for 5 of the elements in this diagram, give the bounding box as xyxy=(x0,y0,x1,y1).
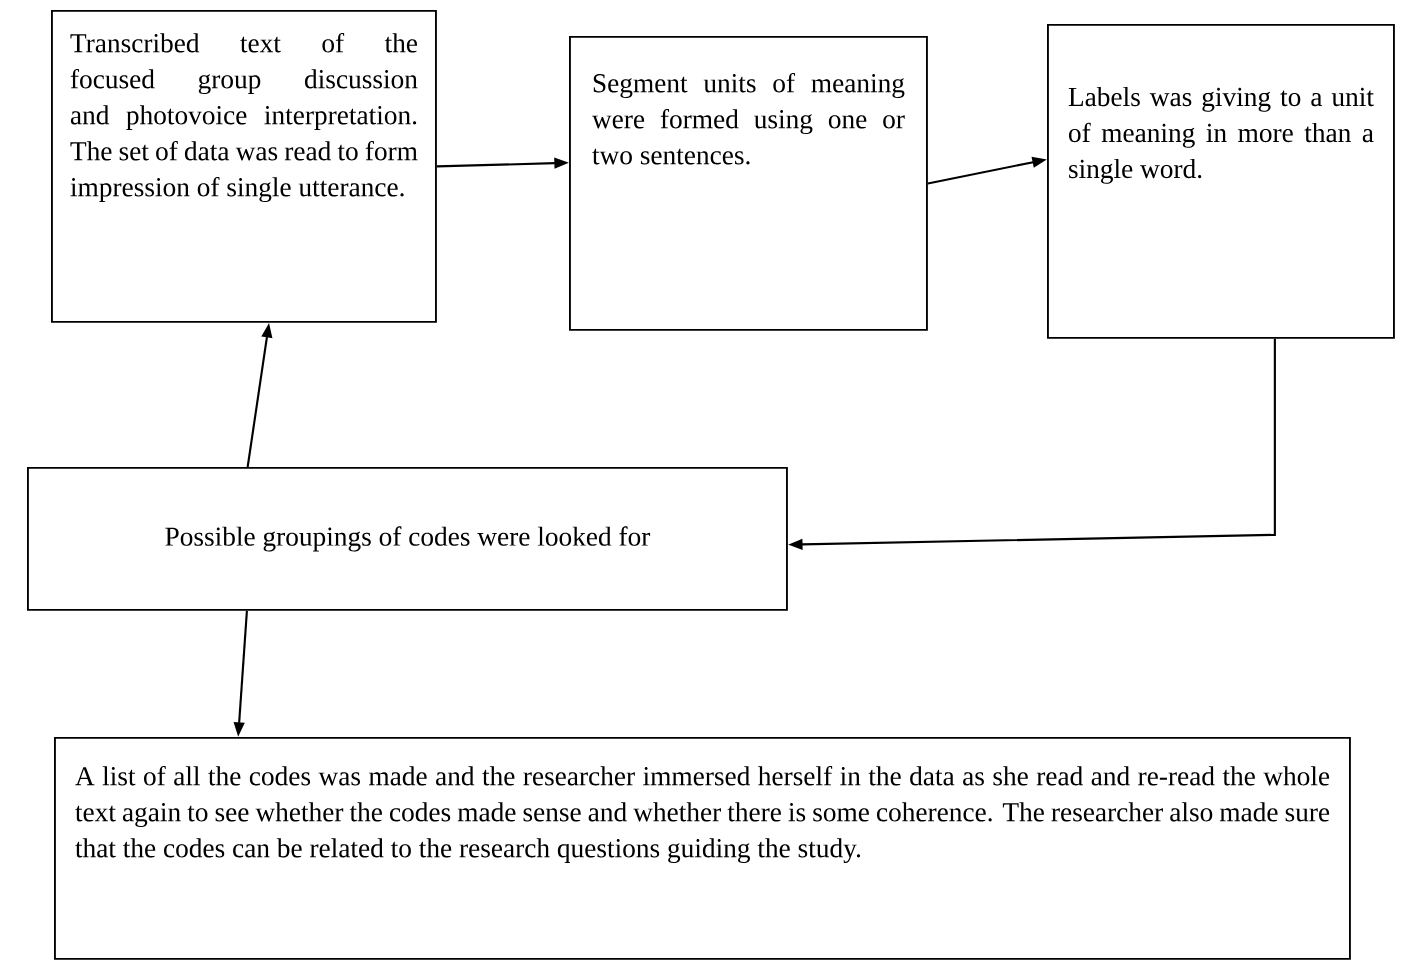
process-box: Possible groupings of codes were looked for xyxy=(27,467,788,611)
process-box: Labels was giving to a unit of meaning in more than a single word. xyxy=(1047,24,1395,339)
process-box: Segment units of meaning were formed using one or two sentences. xyxy=(569,36,928,331)
process-box: A list of all the codes was made and the researcher immersed herself in the data as she read and re-read the whole text again to see whether the codes made sense and whether there is some coherence. The researcher also made sure that the codes can be related to the research questions guiding the study. xyxy=(54,737,1351,960)
process-box: Transcribed text of the focused group discussion and photovoice interpretation. The set of data was read to form impression of single utterance. xyxy=(51,10,437,323)
